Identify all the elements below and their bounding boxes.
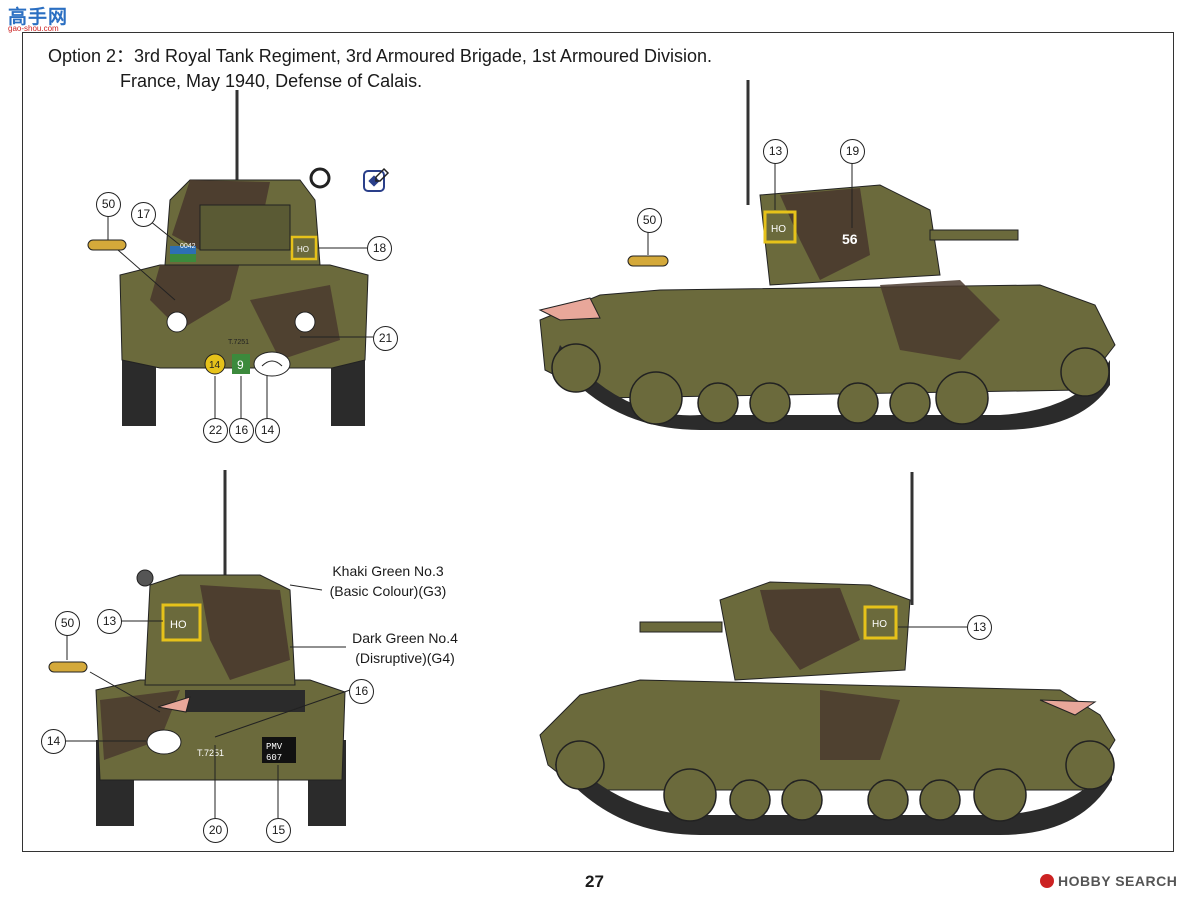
- paint-note-khaki-line1: Khaki Green No.3: [332, 563, 444, 579]
- watermark-top-sub: gao-shou.com: [8, 24, 59, 33]
- front-shell-icon: [87, 239, 127, 251]
- watermark-bottom: HOBBY SEARCH: [1040, 873, 1177, 889]
- paint-note-dark-line1: Dark Green No.4: [352, 630, 458, 646]
- callout-front-50: 50: [96, 192, 121, 217]
- rear-plate-line2: 607: [266, 753, 282, 763]
- option-title: Option 2：3rd Royal Tank Regiment, 3rd Ar…: [48, 44, 712, 94]
- rear-shell-icon: [48, 661, 88, 673]
- callout-rear-16: 16: [349, 679, 374, 704]
- side-number-text: 56: [842, 231, 858, 247]
- front-plate-text: 0042: [180, 243, 196, 250]
- rear-plate-line1: PMV: [266, 742, 283, 752]
- paint-note-khaki-green: Khaki Green No.3 (Basic Colour)(G3): [318, 561, 458, 601]
- paint-note-khaki-line2: (Basic Colour)(G3): [329, 583, 447, 599]
- hobby-search-logo-icon: [1040, 874, 1054, 888]
- side-shell-icon: [627, 255, 669, 267]
- tank-left-side-view: [539, 472, 1116, 835]
- front-hq-text: HO: [297, 245, 309, 254]
- paint-note-dark-line2: (Disruptive)(G4): [355, 650, 455, 666]
- callout-front-17: 17: [131, 202, 156, 227]
- callout-rear-14: 14: [41, 729, 66, 754]
- front-reg-text: T.7251: [228, 339, 249, 346]
- callout-left-side-13: 13: [967, 615, 992, 640]
- tank-right-side-view: [538, 80, 1116, 430]
- rear-leader-lines: [64, 584, 351, 818]
- side-leader-lines: [647, 162, 853, 255]
- left-side-hq-text: HO: [872, 619, 887, 630]
- callout-side-13: 13: [763, 139, 788, 164]
- page-frame: [22, 32, 1174, 852]
- callout-front-18: 18: [367, 236, 392, 261]
- callout-rear-13: 13: [97, 609, 122, 634]
- front-square-text: 9: [237, 358, 244, 372]
- watermark-top: 高手网 gao-shou.com: [0, 0, 80, 34]
- callout-rear-15: 15: [266, 818, 291, 843]
- callout-side-50: 50: [637, 208, 662, 233]
- tank-rear-view: [95, 470, 346, 826]
- callout-rear-20: 20: [203, 818, 228, 843]
- rear-hq-text: HO: [170, 619, 187, 631]
- side-hq-text: HO: [771, 224, 786, 235]
- callout-rear-50: 50: [55, 611, 80, 636]
- paint-note-dark-green: Dark Green No.4 (Disruptive)(G4): [340, 628, 470, 668]
- callout-side-19: 19: [840, 139, 865, 164]
- title-line2: France, May 1940, Defense of Calais.: [120, 71, 423, 91]
- title-line1: Option 2：3rd Royal Tank Regiment, 3rd Ar…: [48, 46, 712, 66]
- callout-front-16: 16: [229, 418, 254, 443]
- tank-front-view: [119, 90, 369, 426]
- callout-front-14: 14: [255, 418, 280, 443]
- rear-reg-text: T.7251: [197, 748, 224, 758]
- front-circle-text: 14: [209, 360, 221, 371]
- page-number: 27: [585, 872, 604, 891]
- decal-sheet-icon: [362, 167, 390, 195]
- front-leader-lines: [107, 214, 373, 418]
- watermark-top-main: 高手网: [8, 7, 69, 28]
- callout-front-21: 21: [373, 326, 398, 351]
- left-side-road-wheels: [555, 740, 1115, 822]
- side-road-wheels: [551, 343, 1110, 425]
- watermark-bottom-text: HOBBY SEARCH: [1058, 873, 1178, 889]
- callout-front-22: 22: [203, 418, 228, 443]
